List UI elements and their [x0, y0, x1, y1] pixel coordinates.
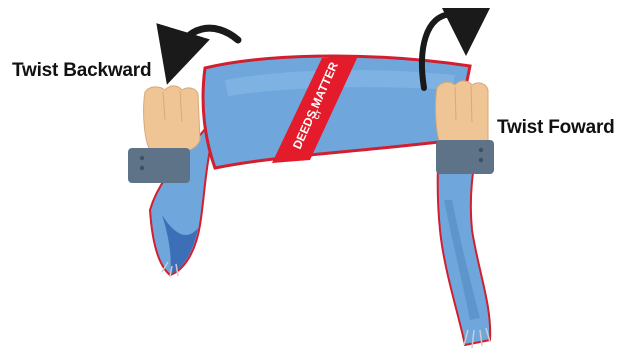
scarf-red-stripe: [272, 56, 358, 163]
scarf-right-fringe: [463, 327, 491, 349]
scarf-left-fringe: [161, 261, 179, 278]
scarf-right-tail-shade: [444, 200, 480, 320]
left-hand: [128, 85, 201, 183]
scarf-left-tail-shadow: [162, 215, 198, 275]
scarf-stripe-subtext: CT: [313, 109, 323, 121]
twist-backward-label: Twist Backward: [12, 60, 152, 81]
twist-backward-arrow-icon: [156, 23, 242, 85]
left-cuff: [128, 148, 190, 183]
twist-forward-arrow-icon: [419, 7, 490, 91]
right-hand: [435, 80, 494, 174]
twist-forward-label: Twist Foward: [497, 117, 615, 138]
right-cuff: [436, 140, 494, 174]
